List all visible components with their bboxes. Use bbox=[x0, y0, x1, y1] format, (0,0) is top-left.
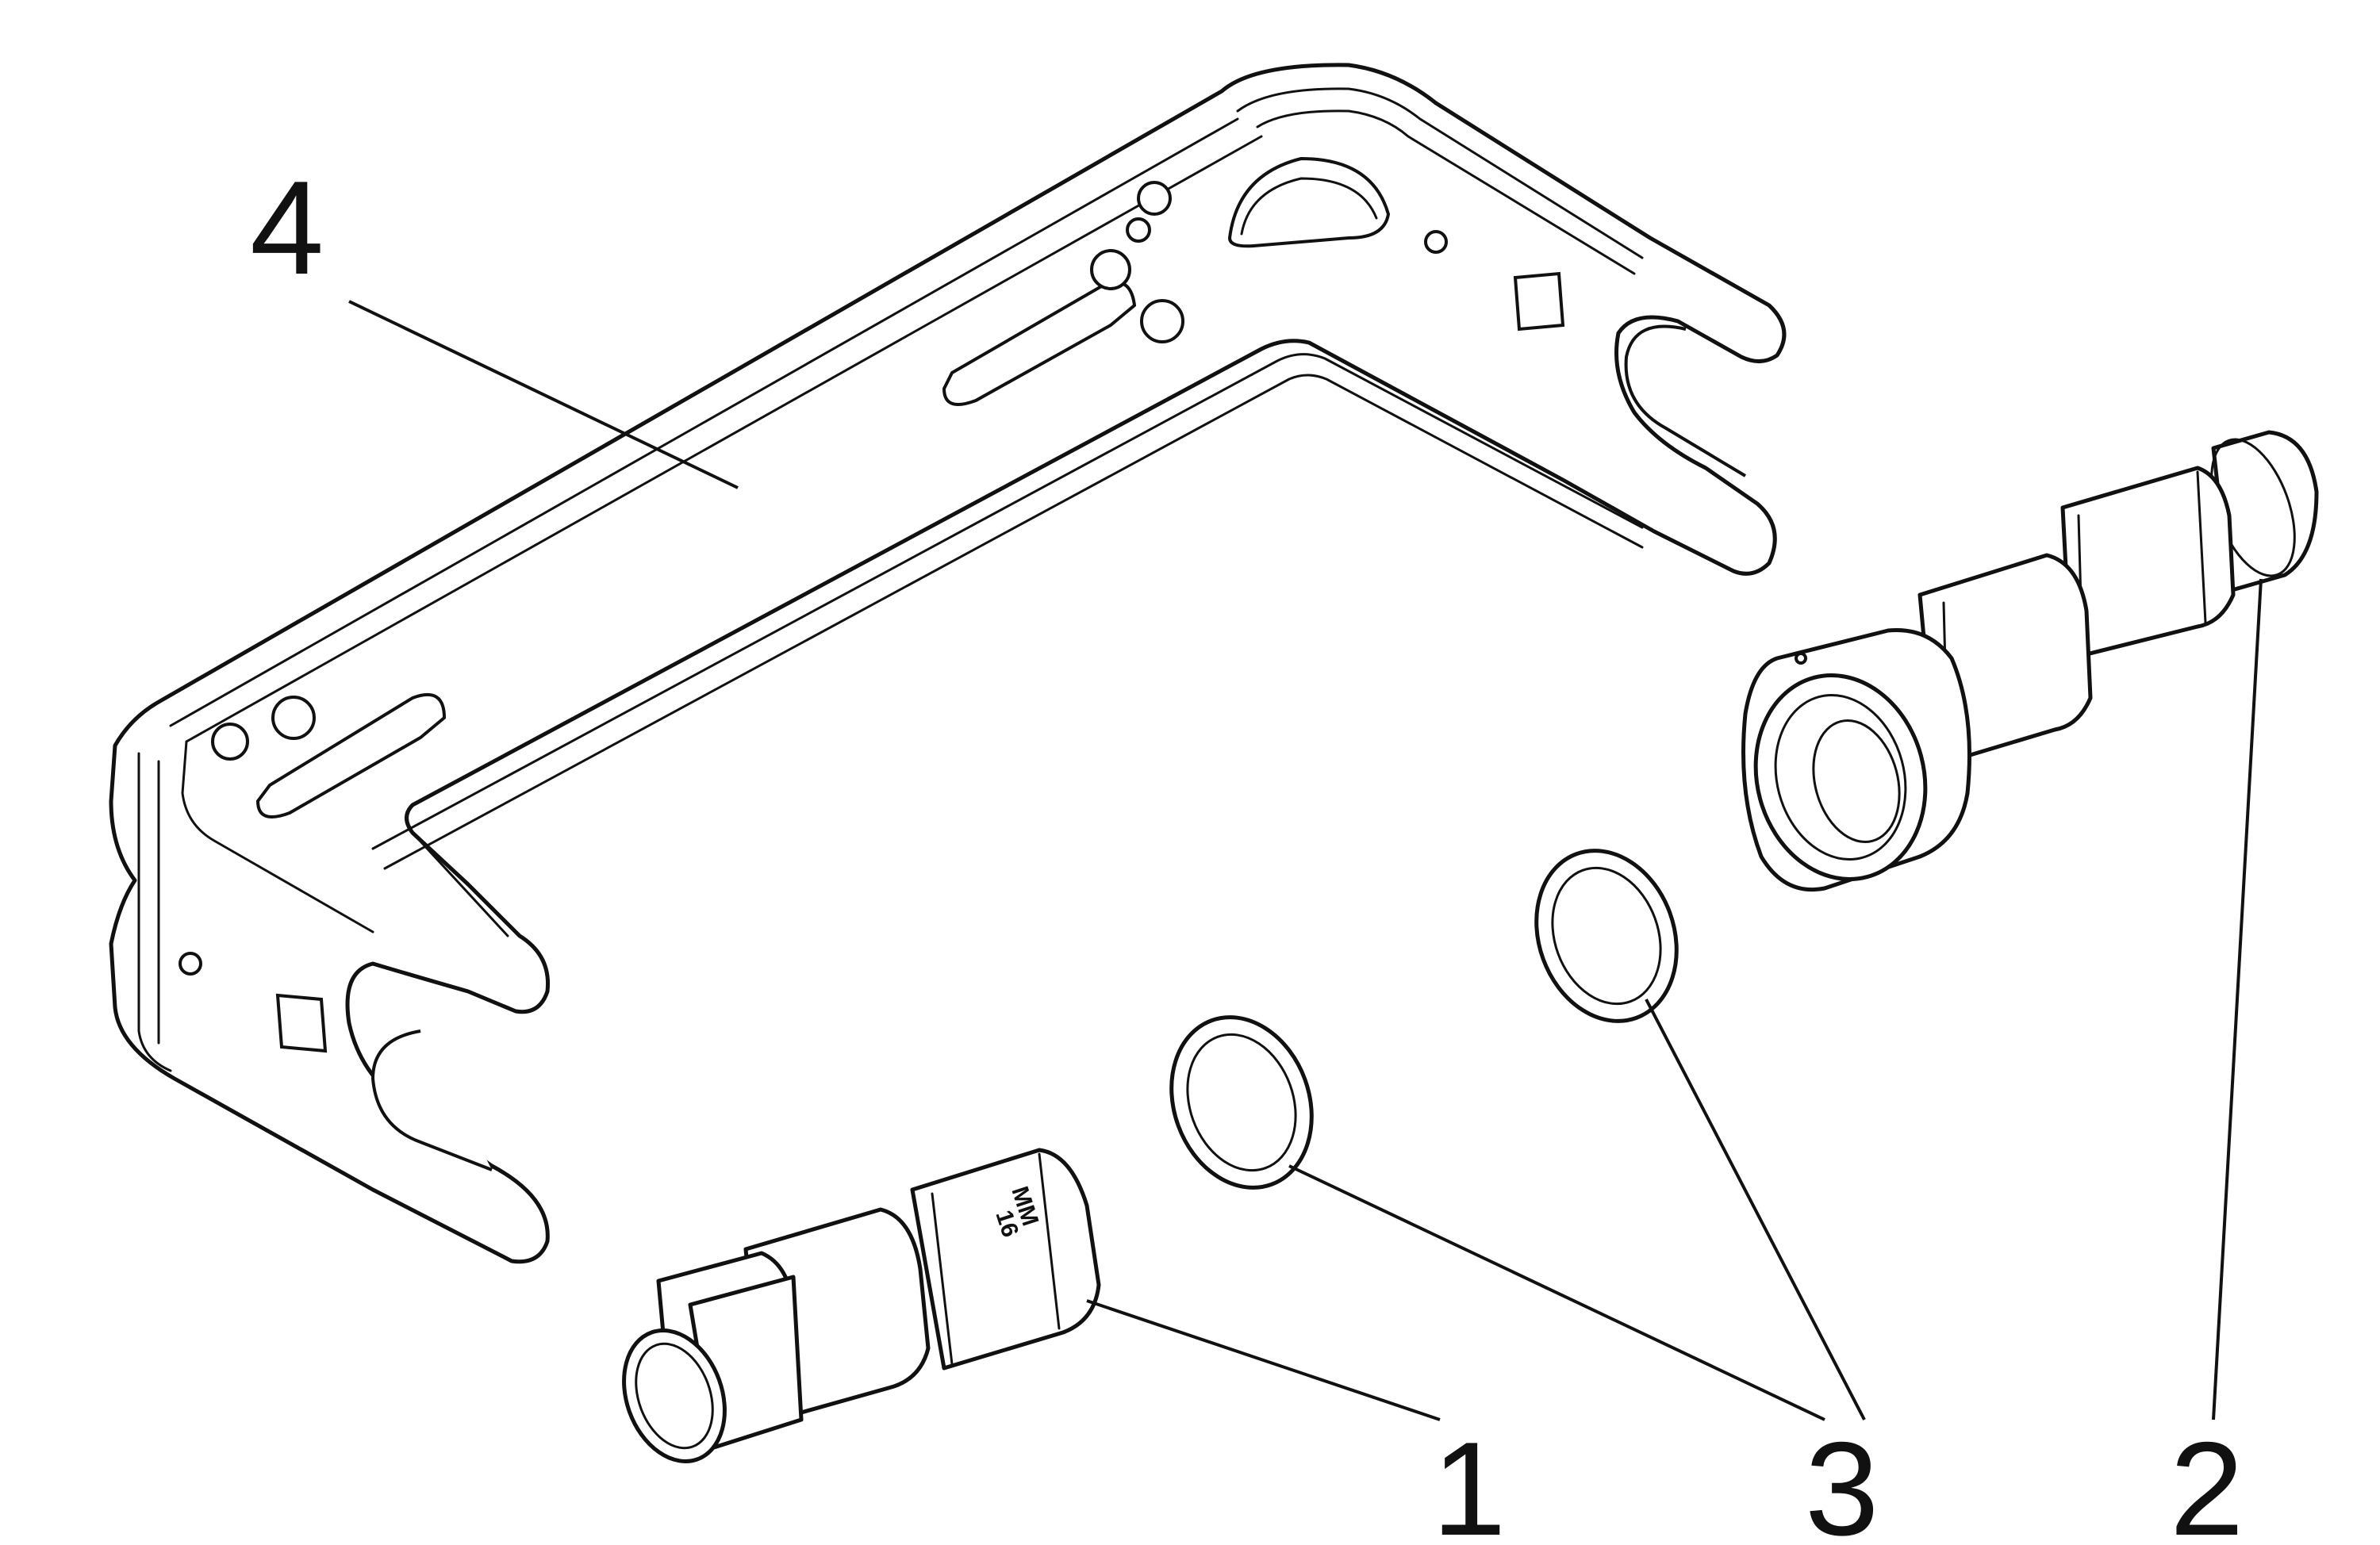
leader-3-lower bbox=[1288, 1164, 1825, 1421]
fitting-part-2 bbox=[1741, 430, 2319, 892]
callout-1: 1 bbox=[1432, 1414, 1506, 1545]
callout-3: 3 bbox=[1805, 1414, 1879, 1545]
leader-2 bbox=[2212, 578, 2263, 1420]
leader-4 bbox=[348, 300, 739, 489]
sealing-ring-lower bbox=[1169, 1015, 1314, 1190]
leader-3-upper bbox=[1645, 999, 1866, 1420]
callout-4: 4 bbox=[250, 153, 324, 302]
callout-2: 2 bbox=[2170, 1414, 2244, 1545]
fitting-part-1: MM 16 bbox=[622, 1148, 1101, 1463]
mounting-bracket bbox=[109, 63, 1787, 1264]
sealing-ring-upper bbox=[1534, 849, 1679, 1023]
leader-1 bbox=[1086, 1299, 1441, 1421]
